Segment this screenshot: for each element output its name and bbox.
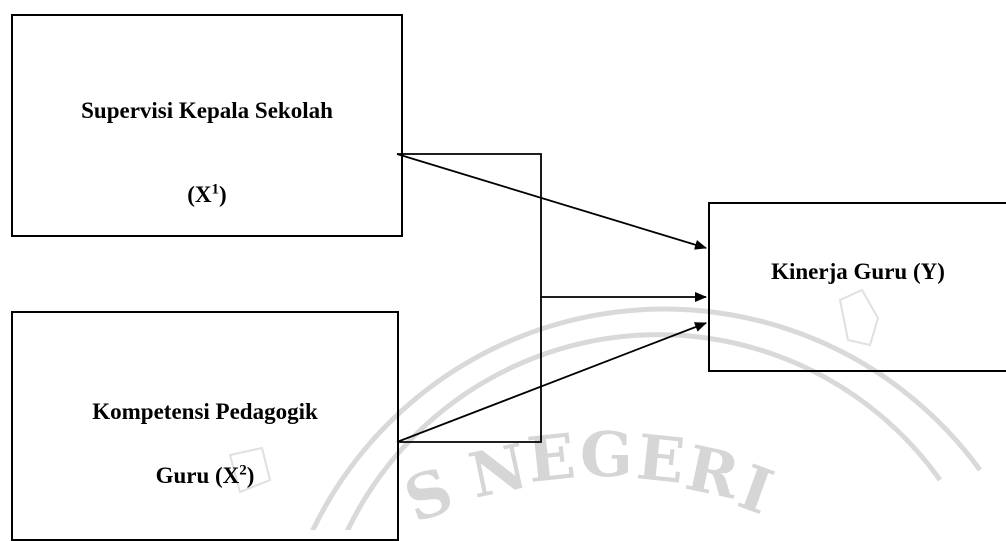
svg-text:S: S — [395, 453, 462, 530]
node-kompetensi-pedagogik-guru: Kompetensi Pedagogik Guru (X2) — [11, 311, 399, 541]
node-x1-code: (X1) — [187, 181, 227, 207]
framework-diagram: S N E G E R I Supervisi Kepala Sekolah (… — [11, 14, 1006, 541]
node-x1-title: Supervisi Kepala Sekolah — [81, 98, 333, 123]
svg-text:N: N — [463, 429, 534, 512]
node-x2-code: Guru (X2) — [155, 462, 255, 488]
node-kinerja-guru: Kinerja Guru (Y) — [708, 202, 1006, 372]
node-y-title: Kinerja Guru (Y) — [771, 259, 945, 284]
svg-text:E: E — [524, 419, 579, 497]
svg-text:E: E — [633, 420, 688, 498]
node-supervisi-kepala-sekolah: Supervisi Kepala Sekolah (X1) — [11, 14, 403, 237]
svg-text:G: G — [580, 418, 633, 491]
node-x2-title: Kompetensi Pedagogik — [92, 399, 318, 424]
